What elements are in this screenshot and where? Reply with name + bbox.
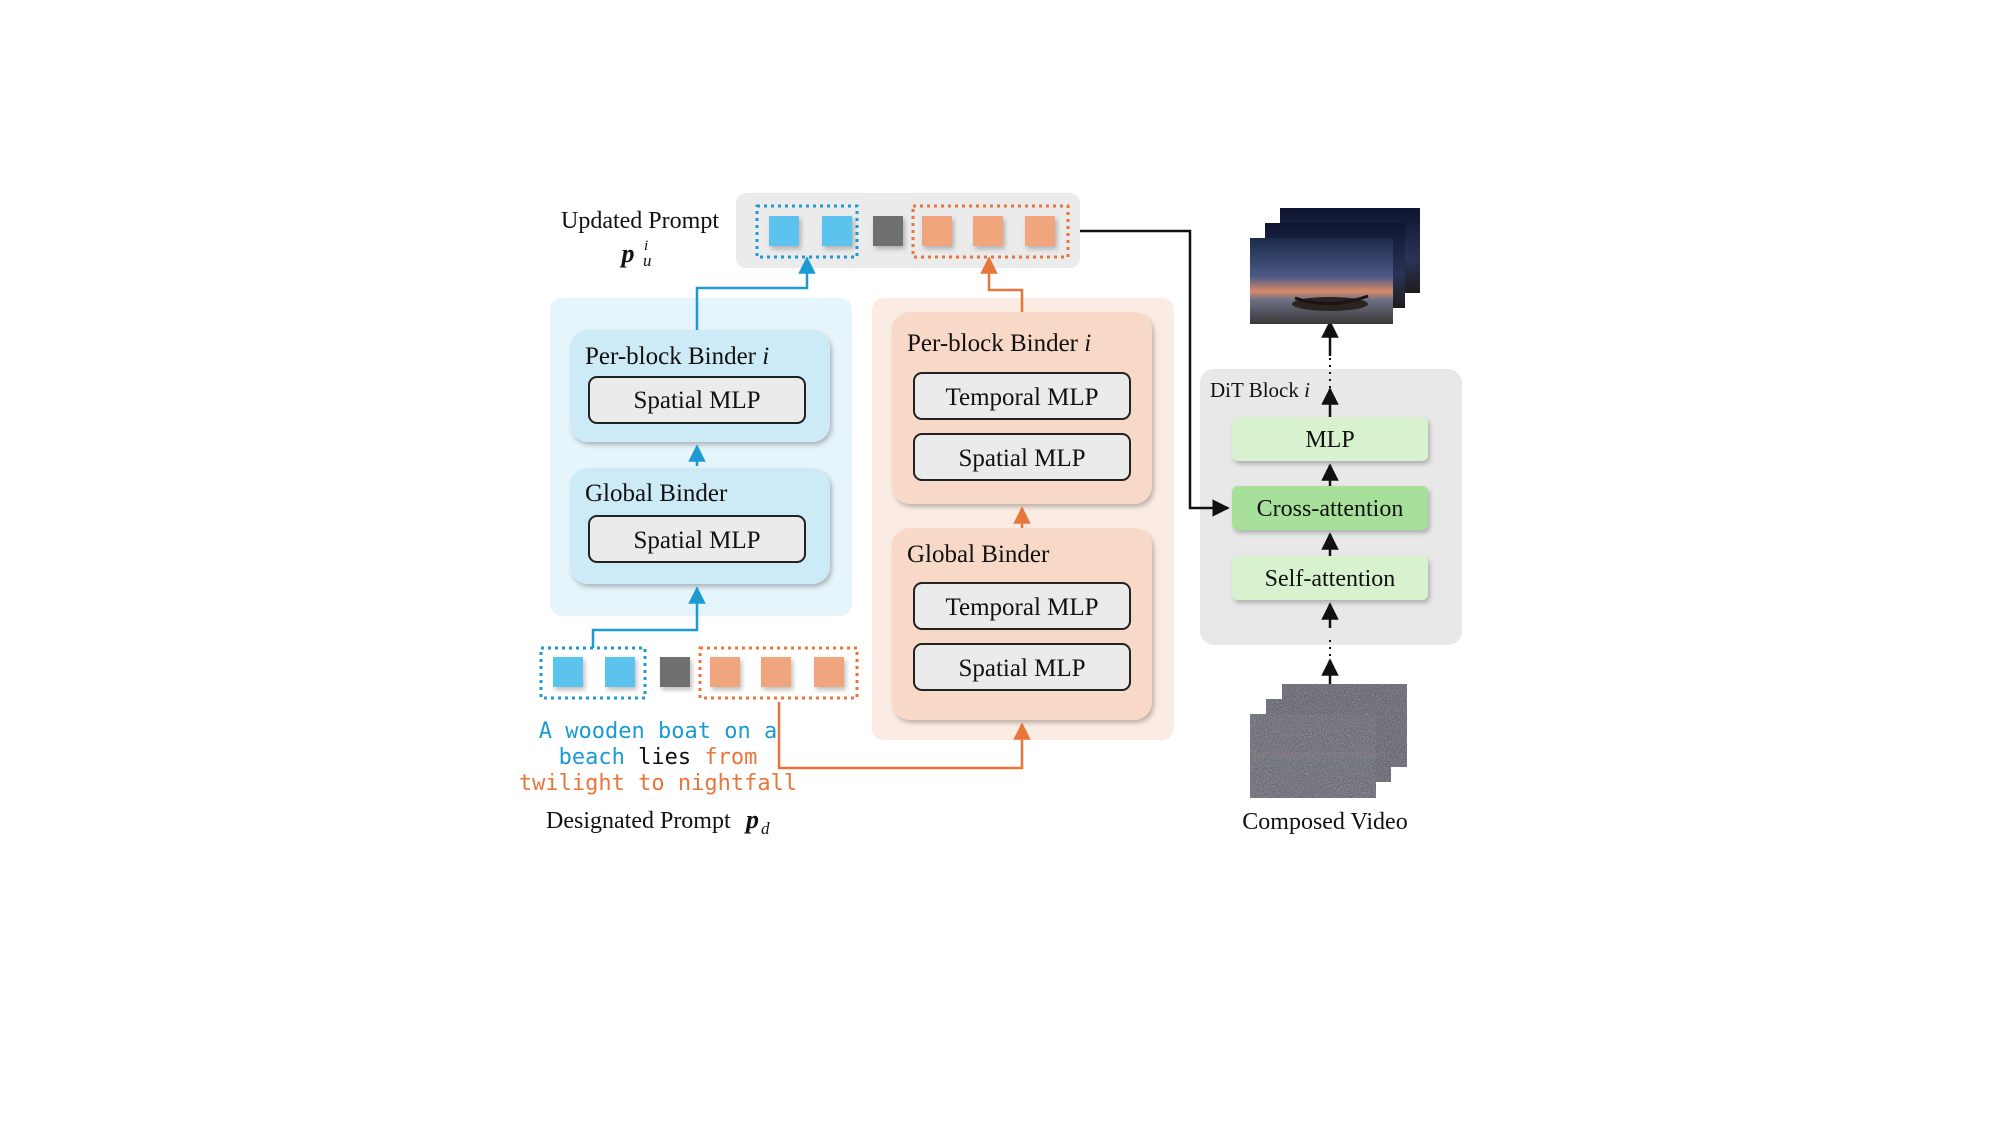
- prompt-to-cross-attention-arrow: [1080, 229, 1230, 517]
- designated-temporal-token: [710, 657, 740, 687]
- prompt-text-line1: A wooden boat on a: [539, 719, 777, 744]
- prompt-text-line2: beach lies from: [559, 745, 758, 770]
- updated-temporal-token: [973, 216, 1003, 246]
- composed-video-label: Composed Video: [1242, 809, 1407, 835]
- spatial-global-title: Global Binder: [585, 480, 728, 507]
- updated-temporal-token: [1025, 216, 1055, 246]
- temporal-per-block-spatial-mlp: [913, 433, 1131, 481]
- designated-temporal-token: [761, 657, 791, 687]
- dit-self-attention-layer: [1232, 556, 1428, 600]
- designated-spatial-token-group: [539, 646, 647, 700]
- updated-temporal-token: [922, 216, 952, 246]
- spatial-output-arrow: [695, 256, 816, 330]
- designated-prompt-symbol: p: [744, 805, 759, 834]
- temporal-global-spatial-mlp: [913, 643, 1131, 691]
- spatial-global-mlp-label: Spatial MLP: [633, 527, 760, 554]
- prompt-text-line3: twilight to nightfall: [519, 771, 797, 796]
- temporal-input-arrow: [777, 702, 1031, 770]
- temporal-global-spatial-mlp-label: Spatial MLP: [958, 655, 1085, 682]
- designated-prompt-label: Designated Prompt: [546, 808, 731, 834]
- temporal-per-block-spatial-mlp-label: Spatial MLP: [958, 445, 1085, 472]
- noisy-input-frames: [1250, 684, 1407, 798]
- updated-separator-token: [873, 216, 903, 246]
- updated-prompt-subscript: u: [643, 251, 652, 270]
- updated-spatial-token: [822, 216, 852, 246]
- designated-separator-token: [660, 657, 690, 687]
- temporal-global-temporal-mlp-label: Temporal MLP: [945, 594, 1098, 621]
- temporal-global-temporal-mlp: [913, 582, 1131, 630]
- spatial-per-block-mlp-label: Spatial MLP: [633, 387, 760, 414]
- temporal-output-arrow: [980, 256, 1024, 312]
- updated-prompt-bar: [736, 193, 1080, 268]
- dit-block-title: DiT Block i: [1210, 378, 1310, 402]
- temporal-per-block-temporal-mlp-label: Temporal MLP: [945, 384, 1098, 411]
- updated-prompt-symbol: p: [620, 239, 635, 268]
- updated-prompt-superscript: i: [644, 238, 648, 254]
- spatial-global-mlp: [588, 515, 806, 563]
- temporal-global-title: Global Binder: [907, 541, 1050, 568]
- designated-temporal-token-group: [698, 646, 859, 700]
- dit-mlp-label: MLP: [1305, 427, 1354, 453]
- spatial-per-block-title: Per-block Binder i: [585, 343, 769, 370]
- dit-mlp-layer: [1232, 417, 1428, 461]
- temporal-per-block-title: Per-block Binder i: [907, 330, 1091, 357]
- updated-spatial-token: [769, 216, 799, 246]
- spatial-input-arrow: [591, 586, 706, 648]
- designated-temporal-token: [814, 657, 844, 687]
- spatial-per-block-mlp: [588, 376, 806, 424]
- updated-prompt-label: Updated Prompt: [561, 208, 719, 234]
- dit-cross-attention-layer: [1232, 486, 1428, 530]
- dit-self-attention-label: Self-attention: [1265, 566, 1396, 592]
- dit-cross-attention-label: Cross-attention: [1257, 496, 1404, 522]
- updated-temporal-token-group: [911, 204, 1070, 259]
- designated-spatial-token: [553, 657, 583, 687]
- designated-prompt-subscript: d: [761, 819, 770, 838]
- output-video-frames: [1250, 208, 1420, 324]
- designated-spatial-token: [605, 657, 635, 687]
- updated-spatial-token-group: [755, 204, 859, 259]
- temporal-per-block-temporal-mlp: [913, 372, 1131, 420]
